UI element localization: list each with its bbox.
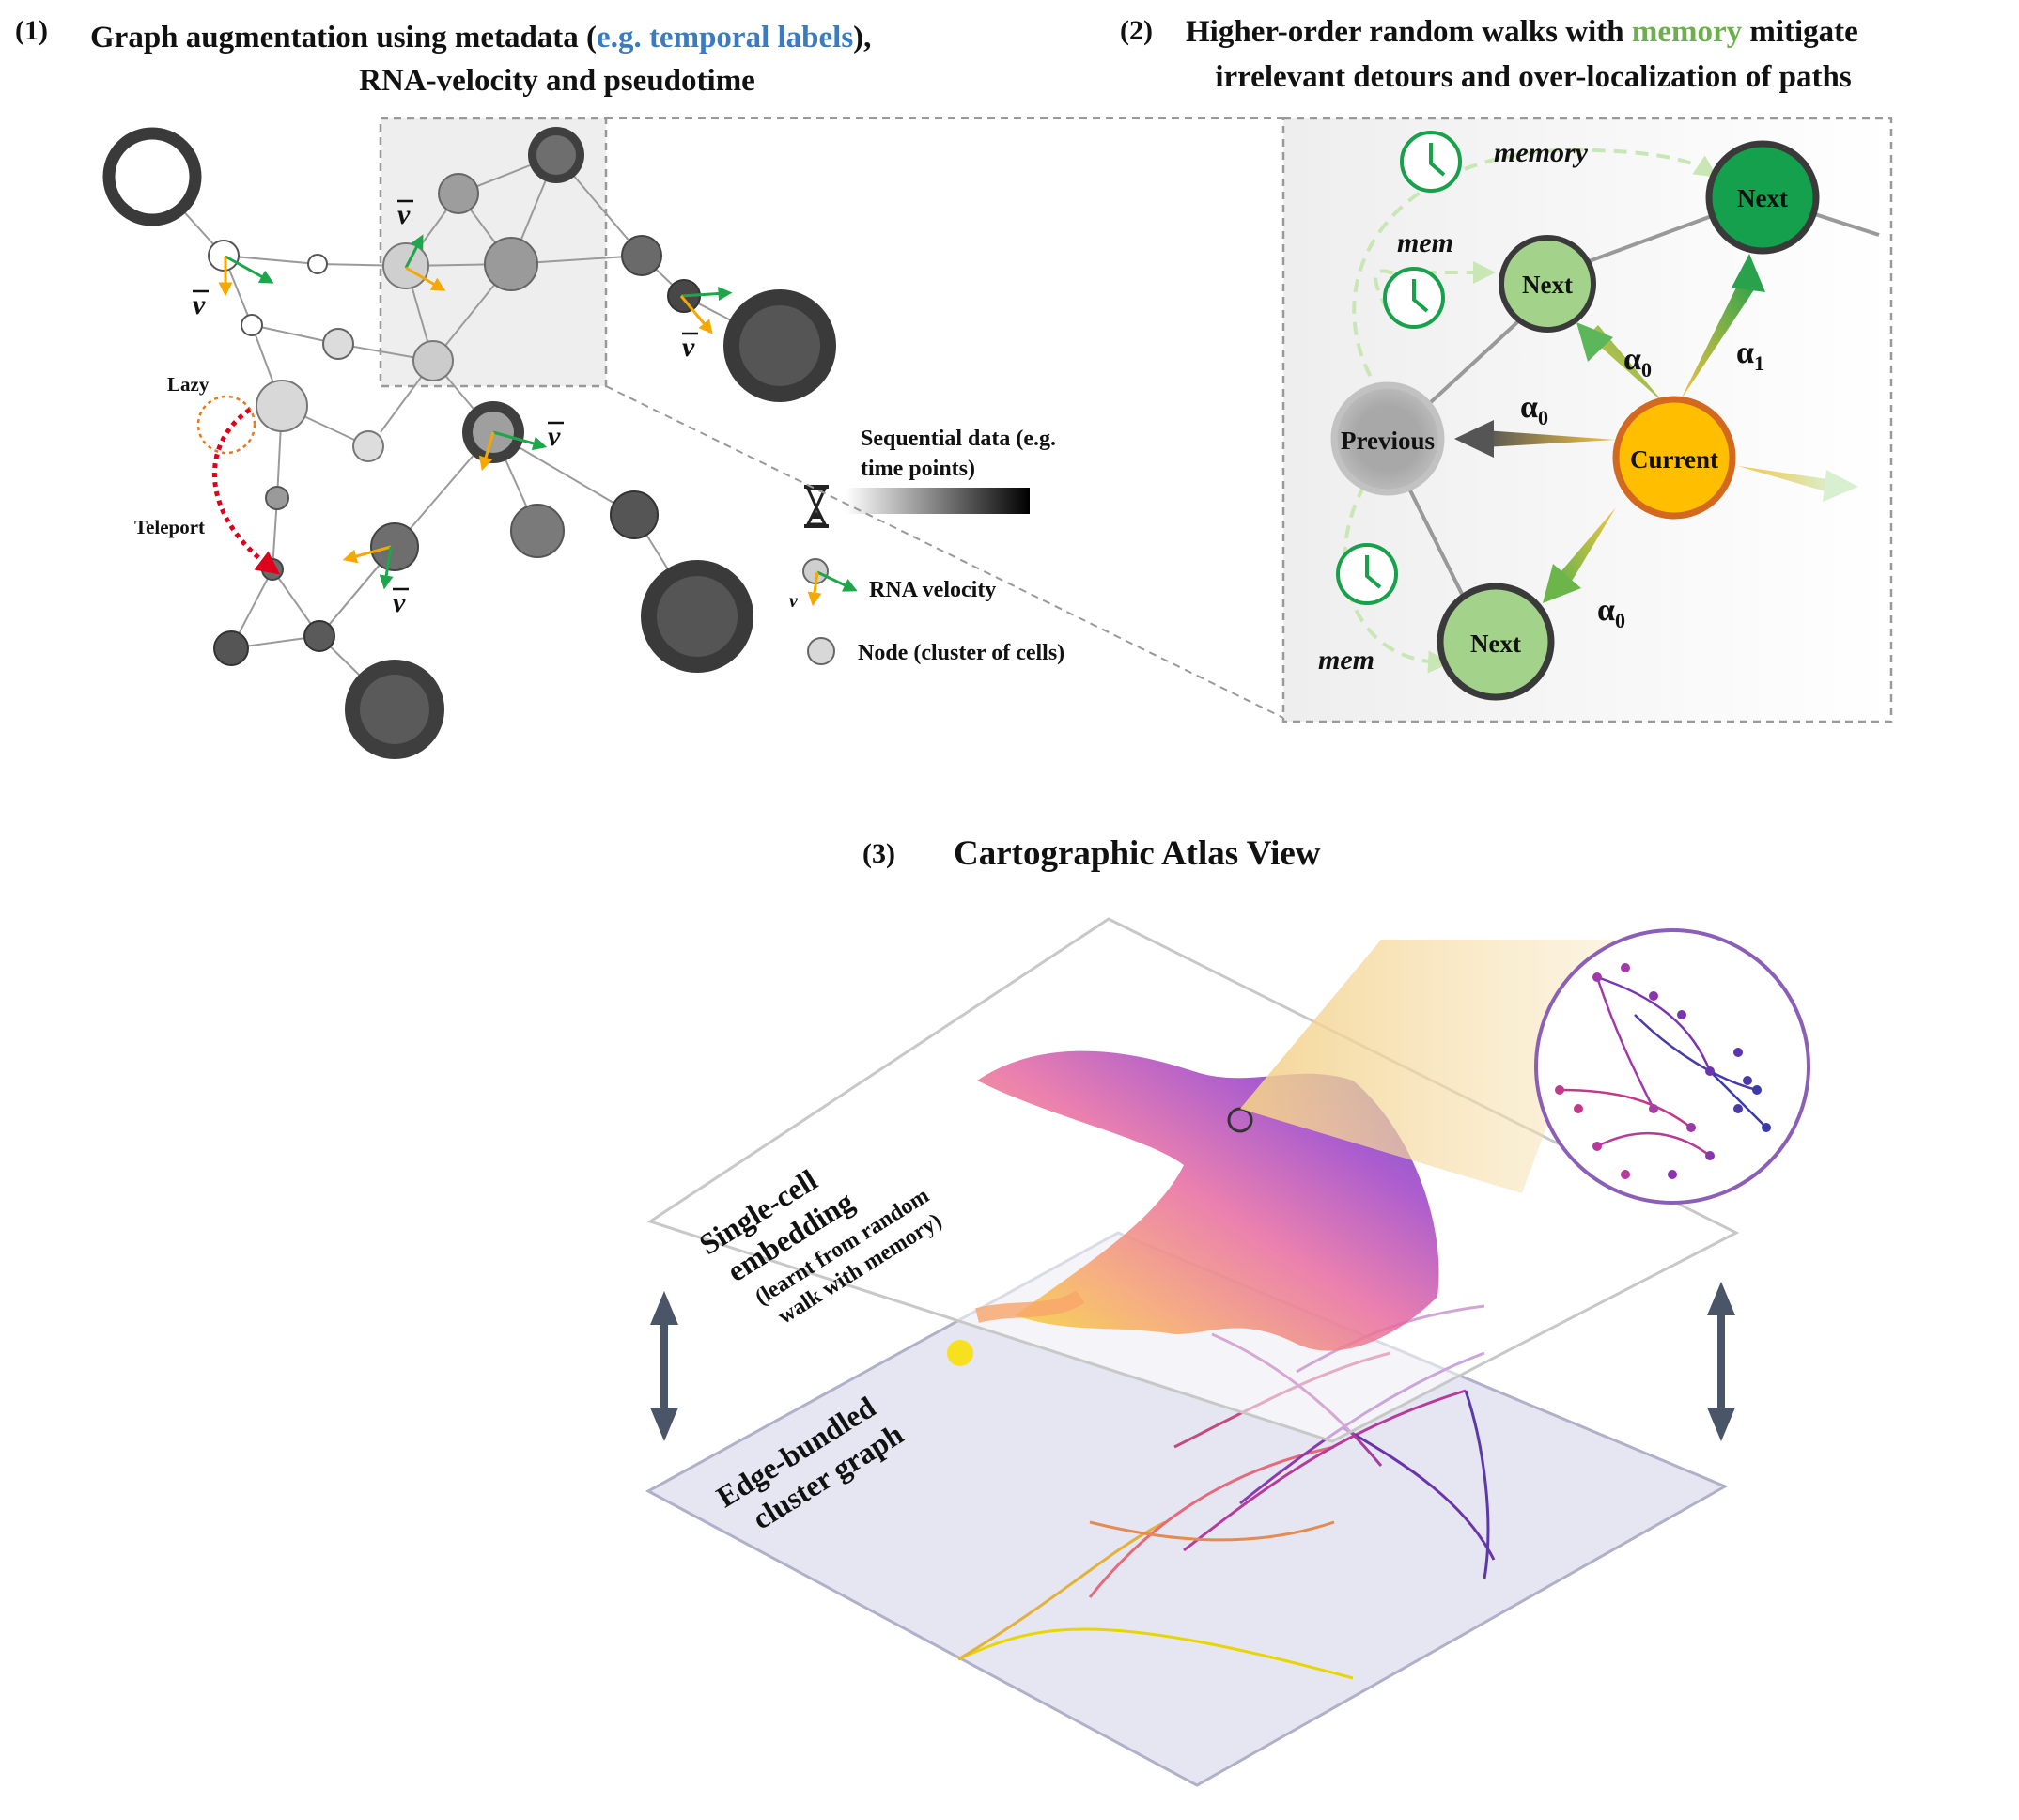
graph-node xyxy=(370,522,419,571)
alpha0-label: α0 xyxy=(1520,390,1548,429)
velocity-labels: v v v v v xyxy=(193,199,698,618)
clock-icon xyxy=(1400,131,1462,193)
zoom-inset-circle xyxy=(1534,928,1810,1205)
next-node-label: Next xyxy=(1737,184,1788,212)
velocity-label: v xyxy=(397,199,411,230)
legend-rna-velocity: RNA velocity xyxy=(869,578,996,602)
graph-node xyxy=(412,340,454,381)
hourglass-icon xyxy=(804,485,829,528)
next-node-label: Next xyxy=(1470,630,1521,658)
panel2-nodes: Previous Current Next Next Next xyxy=(1330,140,1820,701)
next-node xyxy=(1499,235,1596,333)
graph-node xyxy=(208,240,240,272)
graph-node xyxy=(213,630,249,666)
teleport-arrow xyxy=(212,407,280,575)
legend-sequential-line2: time points) xyxy=(861,457,975,481)
graph-nodes xyxy=(102,127,836,759)
clock-icon xyxy=(1383,267,1445,329)
graph-node-inner xyxy=(536,135,576,175)
alpha0-label: α0 xyxy=(1623,342,1652,381)
velocity-label: v xyxy=(548,421,561,452)
current-node xyxy=(1612,396,1736,520)
teleport-label: Teleport xyxy=(134,516,205,538)
graph-node xyxy=(265,486,289,510)
panel3-title: Cartographic Atlas View xyxy=(954,834,1321,873)
legend-node: Node (cluster of cells) xyxy=(858,641,1064,665)
panel1-number: (1) xyxy=(15,15,48,46)
memory-paths xyxy=(1343,148,1717,674)
graph-node-inner xyxy=(739,305,820,386)
sequential-gradient-bar xyxy=(846,488,1030,514)
graph-node xyxy=(610,490,659,539)
graph-node xyxy=(256,380,308,432)
legend-velocity-symbol: v xyxy=(789,591,799,612)
current-node-label: Current xyxy=(1630,445,1718,474)
zoom-inset-nodes xyxy=(1555,963,1771,1179)
panel2-title-line1: Higher-order random walks with memory mi… xyxy=(1186,15,1858,49)
next-node xyxy=(1705,140,1820,255)
panel1-title-highlight: e.g. temporal labels xyxy=(597,21,853,54)
previous-node-label: Previous xyxy=(1341,427,1435,455)
graph-node-inner xyxy=(360,675,429,744)
mem-label: mem xyxy=(1318,645,1374,676)
panel3: (3) Cartographic Atlas View xyxy=(645,834,1810,1787)
alpha0-label: α0 xyxy=(1597,593,1625,632)
graph-node xyxy=(352,430,384,462)
panel2: (2) Higher-order random walks with memor… xyxy=(1120,15,1893,723)
panel2-number: (2) xyxy=(1120,15,1153,46)
velocity-label: v xyxy=(393,587,406,618)
velocity-label: v xyxy=(193,289,206,320)
legend-sequential-line1: Sequential data (e.g. xyxy=(861,427,1056,451)
double-arrow-icon xyxy=(650,1291,678,1441)
lazy-label: Lazy xyxy=(167,373,210,396)
panel3-number: (3) xyxy=(862,838,895,869)
graph-node xyxy=(438,173,479,214)
graph-node xyxy=(241,314,263,336)
panel2-title-line2: irrelevant detours and over-localization… xyxy=(1215,60,1852,94)
graph-node xyxy=(484,237,538,291)
legend: Sequential data (e.g. time points) v RNA… xyxy=(789,427,1064,665)
edge-bundled-graph xyxy=(957,1304,1496,1680)
panel1-title-line2: RNA-velocity and pseudotime xyxy=(359,64,755,98)
zoom-cone xyxy=(1240,940,1616,1193)
transition-arrows xyxy=(1454,254,1858,603)
alpha-labels: α0 α0 α1 α0 xyxy=(1520,335,1764,632)
double-arrow-icon xyxy=(1707,1282,1735,1441)
lazy-loop xyxy=(196,395,256,455)
zoom-inset-graph xyxy=(1559,975,1767,1158)
panel1: (1) Graph augmentation using metadata (e… xyxy=(15,15,1284,759)
mem-label: mem xyxy=(1397,227,1453,258)
next-node-label: Next xyxy=(1522,271,1573,299)
alpha1-label: α1 xyxy=(1736,335,1764,375)
graph-node xyxy=(307,254,328,274)
graph-node xyxy=(322,328,354,360)
clock-icon xyxy=(1336,543,1398,605)
panel1-title-line1: Graph augmentation using metadata (e.g. … xyxy=(90,21,871,54)
next-node xyxy=(1437,583,1555,701)
panel2-title-highlight: memory xyxy=(1632,15,1743,49)
graph-node-inner xyxy=(657,576,738,657)
previous-node xyxy=(1330,381,1445,496)
graph-node xyxy=(510,504,565,558)
zoom-connector xyxy=(605,385,1284,719)
velocity-arrows xyxy=(218,234,733,590)
graph-node xyxy=(102,127,202,226)
graph-node xyxy=(621,235,662,276)
legend-node-icon xyxy=(807,637,835,665)
graph-node xyxy=(303,620,335,652)
velocity-label: v xyxy=(682,332,695,363)
memory-label: memory xyxy=(1494,137,1589,168)
